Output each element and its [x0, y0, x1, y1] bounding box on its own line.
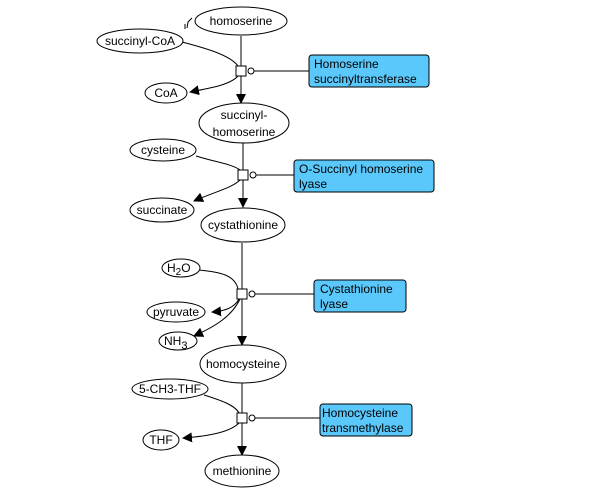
metabolite-label: homoserine — [213, 125, 276, 139]
enzyme-o-succinyl-homoserine-lyase[interactable]: O-Succinyl homoserine lyase — [293, 159, 435, 193]
reaction-node-square[interactable] — [237, 169, 249, 181]
enzyme-cystathionine-lyase[interactable]: Cystathionine lyase — [313, 279, 407, 313]
edge-succinate-out — [193, 179, 241, 202]
metabolite-thf[interactable]: THF — [142, 429, 180, 451]
enzyme-label: Cystathionine — [320, 282, 393, 296]
edge-thf-out — [182, 422, 240, 443]
modifier-circle — [248, 414, 256, 422]
metabolite-succinyl-coa[interactable]: succinyl-CoA — [96, 28, 184, 54]
edge-methyl-thf-in — [203, 394, 240, 414]
metabolite-label: cystathionine — [208, 218, 278, 232]
reaction-node-square[interactable] — [236, 412, 248, 424]
enzyme-homoserine-succinyltransferase[interactable]: Homoserine succinyltransferase — [308, 54, 430, 88]
reaction-1 — [181, 17, 309, 104]
enzyme-label: lyase — [320, 297, 348, 311]
metabolite-coa[interactable]: CoA — [144, 82, 188, 104]
metabolite-cysteine[interactable]: cysteine — [129, 138, 197, 162]
edge-nh3-out — [193, 298, 241, 337]
metabolite-succinate[interactable]: succinate — [129, 197, 195, 223]
edge-succinyl-coa-in — [181, 41, 239, 67]
metabolite-cystathionine[interactable]: cystathionine — [200, 207, 286, 243]
modifier-circle — [249, 171, 257, 179]
reaction-4 — [182, 382, 320, 456]
enzyme-label: O-Succinyl homoserine — [299, 162, 423, 176]
reaction-node-square[interactable] — [235, 65, 247, 77]
metabolite-label: 5-CH3-THF — [139, 382, 201, 396]
reaction-2 — [193, 142, 294, 208]
metabolite-label: homocysteine — [206, 357, 280, 371]
metabolite-label: methionine — [213, 464, 272, 478]
edge-cysteine-in — [195, 155, 241, 171]
enzyme-label: succinyltransferase — [314, 72, 417, 86]
modifier-circle — [247, 67, 255, 75]
metabolite-label: H2O — [167, 261, 191, 278]
edge-pyruvate-out — [211, 298, 240, 317]
metabolite-h2o[interactable]: H2O — [161, 258, 201, 278]
edge-coa-out — [189, 75, 239, 96]
enzyme-label: Homocysteine — [322, 406, 398, 420]
metabolite-methionine[interactable]: methionine — [204, 454, 280, 488]
metabolite-nh3[interactable]: NH3 — [158, 331, 198, 352]
metabolite-label: succinyl-CoA — [105, 34, 175, 48]
metabolite-label: CoA — [154, 86, 177, 100]
metabolite-pyruvate[interactable]: pyruvate — [146, 301, 206, 323]
loop-mark-icon — [186, 17, 193, 29]
enzyme-label: transmethylase — [322, 421, 404, 435]
reaction-3 — [193, 243, 314, 346]
metabolite-5-ch3-thf[interactable]: 5-CH3-THF — [131, 378, 209, 400]
metabolite-label: succinate — [137, 203, 188, 217]
metabolite-homocysteine[interactable]: homocysteine — [199, 344, 287, 384]
metabolite-label: NH3 — [164, 334, 187, 352]
metabolite-label: pyruvate — [153, 305, 199, 319]
metabolite-label: cysteine — [141, 143, 185, 157]
edge-h2o-in — [198, 269, 239, 290]
enzyme-label: Homoserine — [314, 57, 379, 71]
metabolite-homoserine[interactable]: homoserine — [194, 6, 288, 36]
enzyme-homocysteine-transmethylase[interactable]: Homocysteine transmethylase — [319, 403, 413, 437]
reaction-node-square[interactable] — [236, 288, 248, 300]
metabolite-label: homoserine — [210, 14, 273, 28]
enzyme-label: lyase — [299, 177, 327, 191]
metabolite-succinyl-homoserine[interactable]: succinyl- homoserine — [198, 102, 290, 144]
metabolite-label: succinyl- — [221, 108, 268, 122]
modifier-circle — [248, 290, 256, 298]
metabolite-label: THF — [149, 433, 172, 447]
